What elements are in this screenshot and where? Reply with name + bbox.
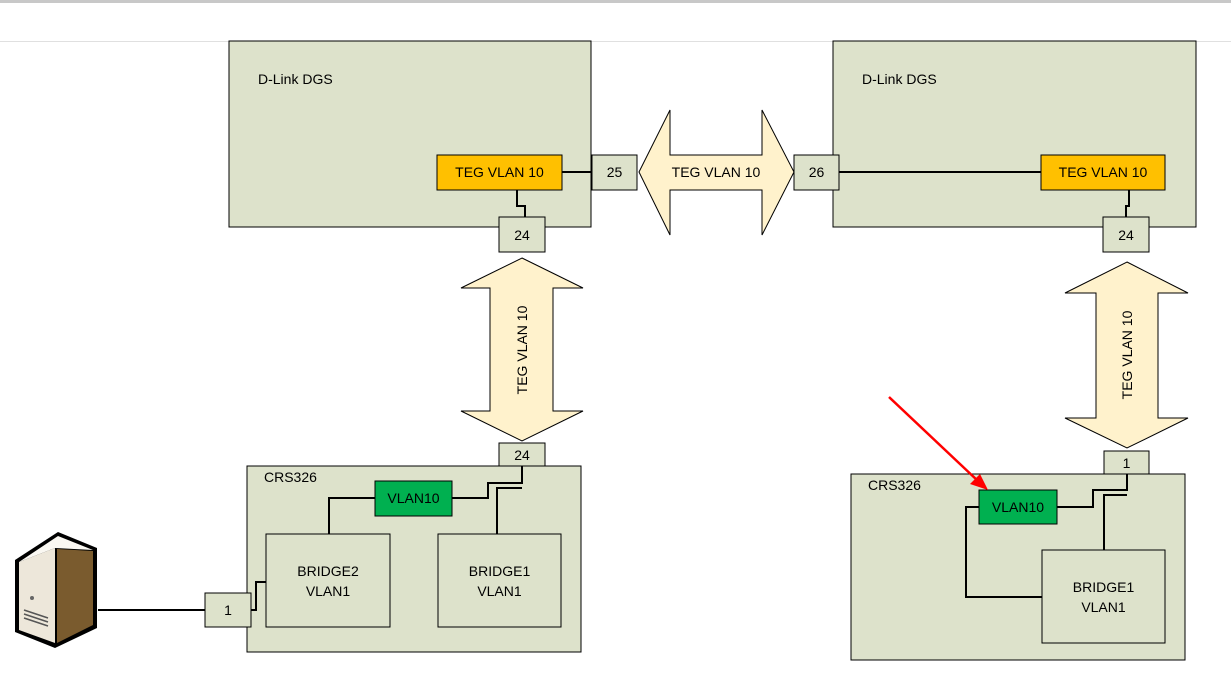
crs-left-port-1[interactable] xyxy=(204,592,252,628)
top-border xyxy=(0,0,1231,3)
port-label: 24 xyxy=(514,227,530,243)
link-horizontal: TEG VLAN 10 xyxy=(638,109,795,236)
port-label: 1 xyxy=(224,602,232,618)
server-icon[interactable] xyxy=(15,532,97,648)
dgs-left-label: D-Link DGS xyxy=(258,71,333,87)
dgs-right[interactable]: D-Link DGS TEG VLAN 10 24 xyxy=(832,40,1197,253)
bridge-label: VLAN1 xyxy=(477,583,522,599)
link-right-label: TEG VLAN 10 xyxy=(1119,310,1135,399)
dgs-right-port-26[interactable] xyxy=(793,154,840,191)
crs-right-bridge1[interactable] xyxy=(1041,549,1166,644)
crs-left-vlan10[interactable] xyxy=(374,480,453,517)
crs-right-label: CRS326 xyxy=(868,477,921,493)
dgs-right-teg-vlan[interactable] xyxy=(1040,154,1166,191)
link-right-vertical: TEG VLAN 10 xyxy=(1064,261,1189,449)
vlan10-label: VLAN10 xyxy=(387,490,439,506)
dgs-left-teg-label: TEG VLAN 10 xyxy=(455,164,544,180)
crs-left[interactable]: CRS326 VLAN10 BRIDGE2 VLAN1 BRIDGE1 VLAN… xyxy=(246,465,582,653)
port-label: 25 xyxy=(607,164,623,180)
crs-right-vlan10[interactable] xyxy=(978,489,1058,525)
port-label: 26 xyxy=(809,164,825,180)
dgs-right-teg-label: TEG VLAN 10 xyxy=(1059,164,1148,180)
crs-left-label: CRS326 xyxy=(264,469,317,485)
crs-right-port-1[interactable] xyxy=(1103,450,1150,475)
link-horizontal-label: TEG VLAN 10 xyxy=(672,164,761,180)
crs-left-bridge2[interactable] xyxy=(265,533,391,628)
dgs-left[interactable]: D-Link DGS TEG VLAN 10 25 24 xyxy=(228,40,638,253)
port-label: 24 xyxy=(514,447,530,463)
link-left-label: TEG VLAN 10 xyxy=(514,305,530,394)
crs-left-bridge1[interactable] xyxy=(437,533,562,628)
bridge-label: VLAN1 xyxy=(306,583,351,599)
bridge-label: BRIDGE1 xyxy=(1073,579,1135,595)
dgs-left-port-24[interactable] xyxy=(498,216,546,253)
dgs-right-port-24[interactable] xyxy=(1102,216,1150,253)
port-label: 24 xyxy=(1118,227,1134,243)
bridge-label: BRIDGE1 xyxy=(469,563,531,579)
port-label: 1 xyxy=(1123,455,1131,471)
link-left-vertical: TEG VLAN 10 xyxy=(460,257,584,442)
vlan10-label: VLAN10 xyxy=(992,499,1044,515)
red-arrow-icon xyxy=(888,396,988,490)
dgs-right-label: D-Link DGS xyxy=(862,71,937,87)
crs-right[interactable]: CRS326 VLAN10 BRIDGE1 VLAN1 xyxy=(850,473,1186,661)
dgs-left-port-25[interactable] xyxy=(591,154,638,191)
bridge-label: BRIDGE2 xyxy=(297,563,359,579)
crs-left-port-24[interactable] xyxy=(498,442,546,467)
dgs-left-teg-vlan[interactable] xyxy=(436,154,563,191)
bridge-label: VLAN1 xyxy=(1081,599,1126,615)
